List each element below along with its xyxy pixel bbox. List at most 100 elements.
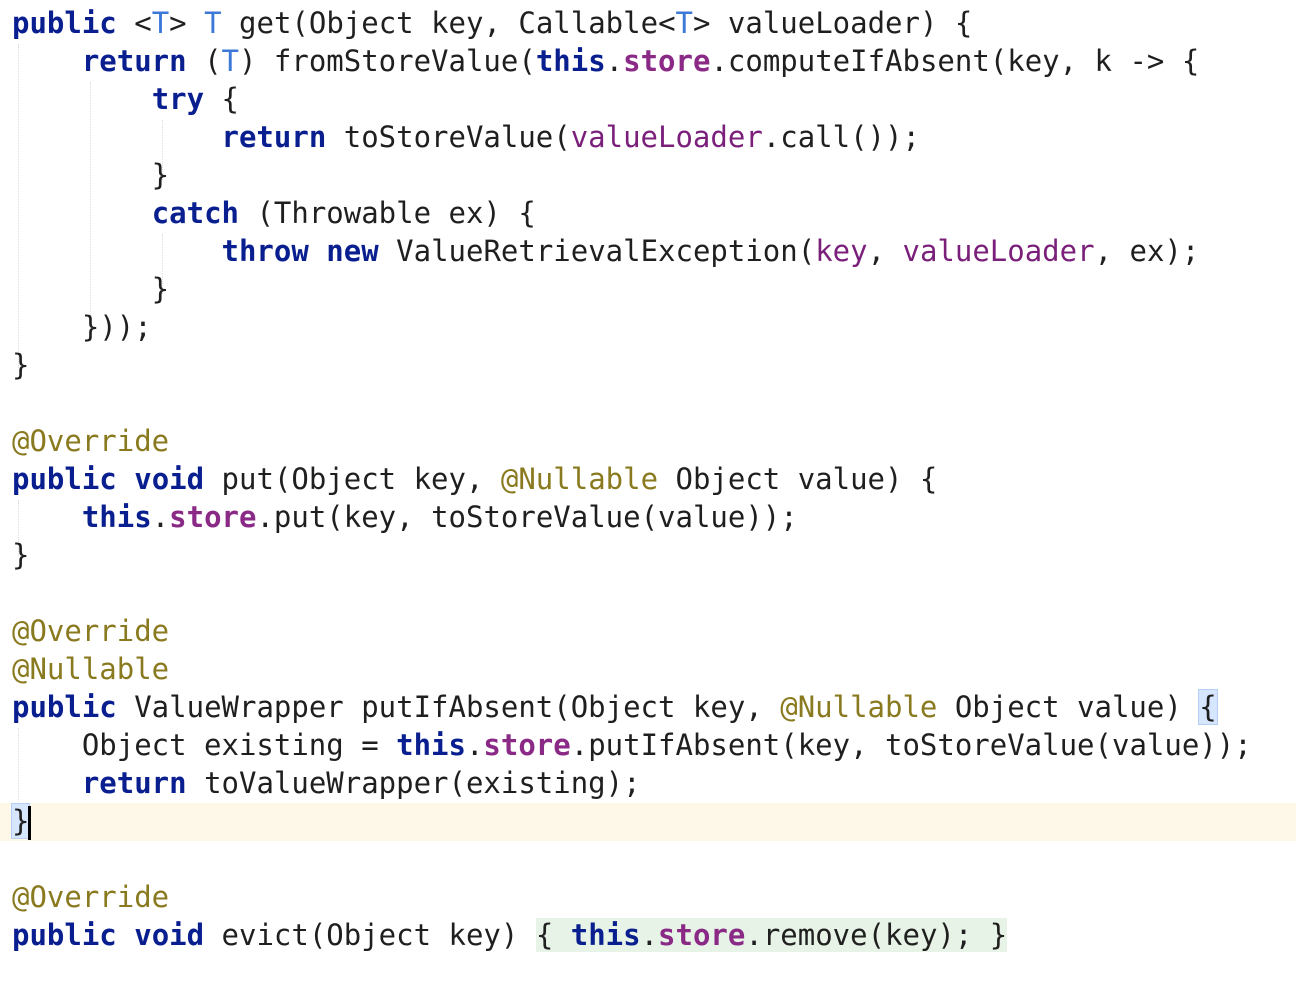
code-token: public (12, 462, 117, 496)
code-token: @Override (12, 614, 170, 648)
code-token: . (605, 44, 624, 78)
code-token: @Nullable (500, 462, 659, 496)
code-token: @Nullable (780, 690, 938, 724)
code-token: . (151, 500, 170, 534)
code-line[interactable]: catch (Throwable ex) { (12, 194, 536, 232)
indent-guide (90, 82, 91, 330)
code-line[interactable]: try { (12, 80, 239, 118)
code-token: Object value) { (658, 462, 938, 496)
code-line[interactable]: @Override (12, 612, 169, 650)
code-token: void (134, 918, 205, 952)
code-line[interactable]: } (10, 802, 31, 840)
code-line[interactable]: return (T) fromStoreValue(this.store.com… (12, 42, 1199, 80)
code-token: this (535, 44, 606, 78)
code-token (12, 82, 152, 116)
code-token: T (151, 6, 170, 40)
code-token: > valueLoader) { (693, 6, 973, 40)
code-line[interactable]: public void put(Object key, @Nullable Ob… (12, 460, 937, 498)
code-token (187, 6, 204, 40)
code-token: T (675, 6, 693, 40)
code-line[interactable]: public <T> T get(Object key, Callable<T>… (12, 4, 972, 42)
code-line[interactable]: } (12, 346, 29, 384)
indent-guide (162, 234, 163, 294)
code-line[interactable]: public void evict(Object key) { this.sto… (12, 916, 1008, 954)
code-token: } (12, 272, 170, 306)
code-line[interactable]: Object existing = this.store.putIfAbsent… (12, 726, 1252, 764)
code-line[interactable]: @Nullable (12, 650, 169, 688)
code-token: { (204, 82, 239, 116)
code-token: T (221, 44, 239, 78)
code-token: store (658, 918, 746, 952)
code-token: ValueWrapper putIfAbsent(Object key, (116, 690, 781, 724)
code-token: Object value) (937, 690, 1200, 724)
code-token: > (169, 6, 187, 40)
code-token: , ex); (1094, 234, 1200, 268)
indent-guide (18, 500, 19, 556)
code-token: this (570, 918, 641, 952)
code-token (117, 462, 134, 496)
code-token: store (483, 728, 571, 762)
code-token: })); (12, 310, 152, 344)
code-token: .computeIfAbsent(key, k -> { (710, 44, 1200, 78)
code-token: } (12, 538, 30, 572)
code-token: key (815, 234, 868, 268)
code-token: ( (186, 44, 222, 78)
code-token: put(Object key, (204, 462, 501, 496)
code-token: valueLoader (570, 120, 763, 154)
code-token (117, 918, 134, 952)
code-line[interactable]: throw new ValueRetrievalException(key, v… (12, 232, 1200, 270)
code-token: return (81, 44, 187, 78)
code-token: @Override (12, 424, 170, 458)
code-line[interactable]: return toStoreValue(valueLoader.call()); (12, 118, 920, 156)
code-line[interactable]: @Override (12, 878, 169, 916)
code-token: this (396, 728, 466, 762)
code-token: { (535, 918, 571, 952)
code-token: . (640, 918, 659, 952)
code-token: public (12, 6, 117, 40)
code-token: public (12, 690, 117, 724)
code-token (309, 234, 326, 268)
code-token: get(Object key, Callable< (221, 6, 676, 40)
indent-guide (18, 728, 19, 822)
code-line[interactable]: } (12, 270, 169, 308)
code-token (12, 500, 82, 534)
code-token: .call()); (762, 120, 920, 154)
code-token: } (12, 348, 30, 382)
code-line[interactable]: })); (12, 308, 152, 346)
code-token: void (134, 462, 205, 496)
code-token: this (81, 500, 152, 534)
code-line[interactable]: } (12, 536, 29, 574)
code-token (12, 44, 82, 78)
code-token: catch (151, 196, 239, 230)
code-token: T (204, 6, 222, 40)
code-token: } (12, 158, 170, 192)
code-token: < (134, 6, 152, 40)
indent-guide (18, 44, 19, 368)
code-token: valueLoader (902, 234, 1095, 268)
code-token: } (10, 803, 31, 839)
code-token: @Override (12, 880, 170, 914)
code-token: .putIfAbsent(key, toStoreValue(value)); (570, 728, 1252, 762)
text-cursor (28, 806, 31, 840)
code-token: try (151, 82, 205, 116)
code-token: toValueWrapper(existing); (186, 766, 641, 800)
code-token: public (12, 918, 117, 952)
code-token: @Nullable (12, 652, 170, 686)
code-token: return (221, 120, 327, 154)
code-line[interactable]: return toValueWrapper(existing); (12, 764, 641, 802)
code-token: .remove(key); } (745, 918, 1008, 952)
code-token: new (326, 234, 379, 268)
code-token: evict(Object key) (204, 918, 536, 952)
code-token (12, 196, 152, 230)
code-line[interactable]: @Override (12, 422, 169, 460)
code-token: . (465, 728, 484, 762)
indent-guide (162, 120, 163, 180)
code-token: Object existing = (12, 728, 397, 762)
code-token: throw (221, 234, 309, 268)
code-line[interactable]: this.store.put(key, toStoreValue(value))… (12, 498, 798, 536)
code-token: .put(key, toStoreValue(value)); (256, 500, 798, 534)
code-token (12, 120, 222, 154)
code-line[interactable]: public ValueWrapper putIfAbsent(Object k… (12, 688, 1218, 726)
code-line[interactable]: } (12, 156, 169, 194)
